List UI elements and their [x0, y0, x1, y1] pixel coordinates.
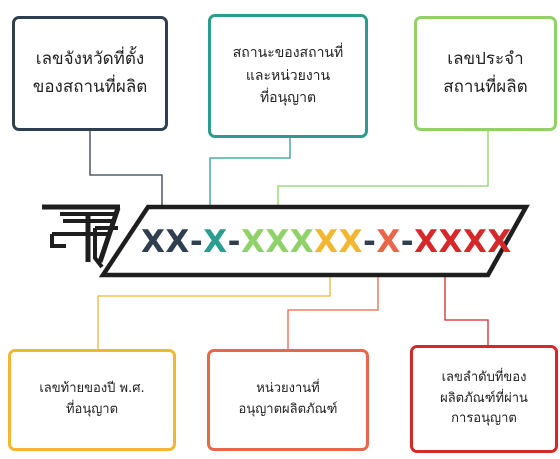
connector-sequence	[444, 258, 489, 346]
box-agency: หน่วยงานที่ อนุญาตผลิตภัณฑ์	[207, 349, 369, 451]
code-segment: -	[400, 224, 415, 260]
box-place-type: สถานะของสถานที่ และหน่วยงาน ที่อนุญาต	[208, 14, 368, 138]
box-year-line-2: ที่อนุญาต	[65, 402, 119, 417]
code-segment: XXXX	[414, 224, 512, 260]
connector-province	[89, 130, 163, 228]
box-place-id-line-2: สถานที่ผลิต	[443, 76, 528, 97]
box-sequence-line-2: ผลิตภัณฑ์ที่ผ่าน	[440, 390, 528, 406]
code-segment: X	[376, 224, 401, 260]
code-segment: XX	[314, 224, 363, 260]
code-segment: X	[203, 224, 228, 260]
box-place-id: เลขประจำ สถานที่ผลิต	[414, 16, 557, 131]
code-segment: -	[189, 224, 204, 260]
box-agency-line-1: หน่วยงานที่	[256, 381, 320, 397]
code-segment: -	[227, 224, 241, 260]
code-segment: -	[362, 224, 377, 260]
box-place-id-line-1: เลขประจำ	[447, 49, 524, 70]
box-sequence: เลขลำดับที่ของ ผลิตภัณฑ์ที่ผ่าน การอนุญา…	[410, 345, 558, 453]
connector-place-type	[209, 137, 291, 230]
box-agency-line-2: อนุญาตผลิตภัณฑ์	[238, 402, 338, 417]
box-place-type-line-1: สถานะของสถานที่	[232, 45, 344, 62]
box-province-number: เลขจังหวัดที่ตั้ง ของสถานที่ผลิต	[12, 16, 168, 131]
code-segment: XX	[141, 224, 190, 260]
code-segment: XXX	[240, 224, 315, 260]
box-sequence-line-1: เลขลำดับที่ของ	[441, 369, 527, 385]
box-sequence-line-3: การอนุญาต	[451, 411, 517, 427]
box-province-line-2: ของสถานที่ผลิต	[32, 76, 148, 97]
connector-agency	[287, 258, 379, 350]
box-year: เลขท้ายของปี พ.ศ. ที่อนุญาต	[8, 349, 176, 451]
box-province-line-1: เลขจังหวัดที่ตั้ง	[35, 49, 145, 70]
box-place-type-line-3: ที่อนุญาต	[259, 90, 317, 107]
fda-logo-icon	[42, 204, 121, 269]
box-year-line-1: เลขท้ายของปี พ.ศ.	[39, 381, 145, 397]
box-place-type-line-2: และหน่วยงาน	[245, 67, 331, 84]
code-bar-outline	[98, 204, 530, 278]
